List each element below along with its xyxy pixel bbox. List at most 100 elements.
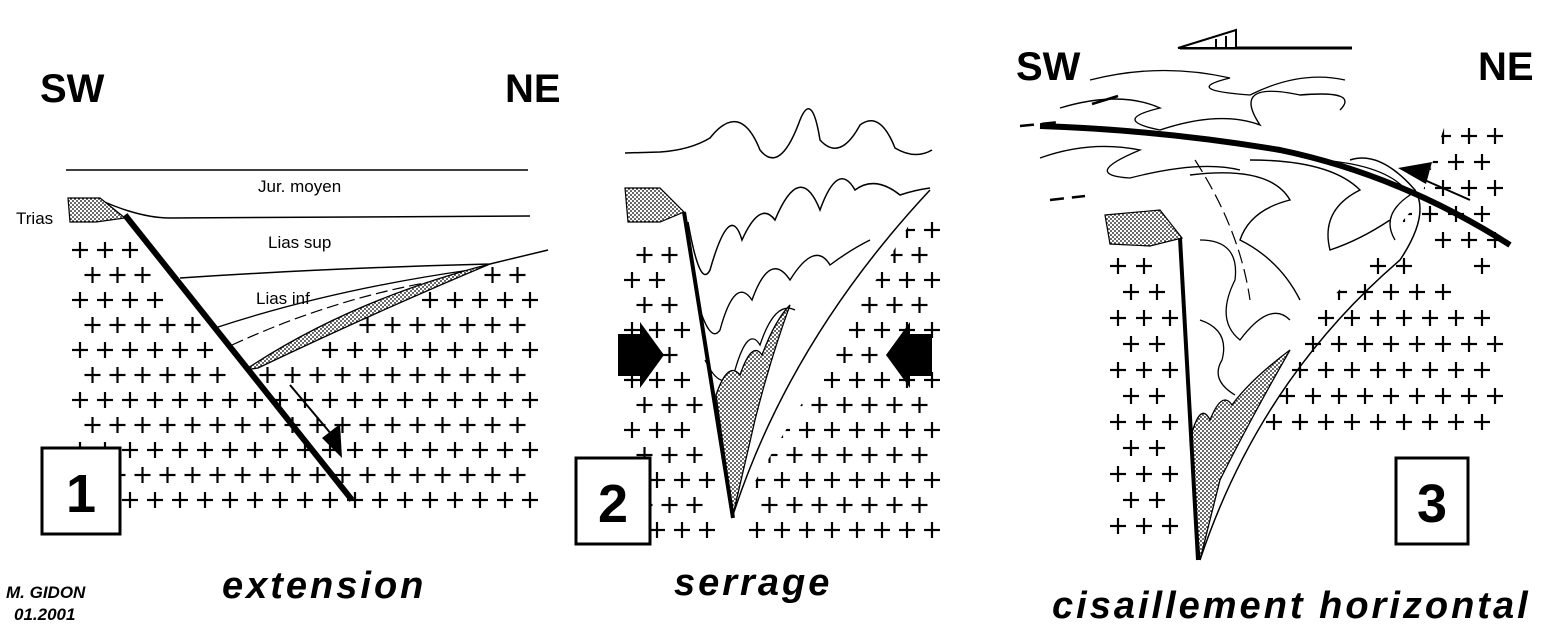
- basement-cross: [184, 417, 201, 433]
- basement-cross: [1383, 336, 1399, 352]
- right-flank-2: [732, 189, 931, 516]
- basement-cross: [886, 447, 903, 463]
- basement-cross: [222, 392, 238, 408]
- basement-cross: [1435, 388, 1451, 404]
- basement-cross: [1487, 336, 1503, 352]
- basement-cross: [397, 492, 413, 508]
- basement-cross: [911, 297, 928, 313]
- basement-cross: [1292, 414, 1308, 430]
- panel-number-box-1: [40, 446, 122, 536]
- basement-cross: [1318, 414, 1334, 430]
- basement-cross: [359, 467, 376, 483]
- basement-cross: [97, 392, 113, 408]
- basement-cross: [636, 247, 653, 263]
- basement-cross: [97, 242, 113, 258]
- basement-cross: [197, 492, 213, 508]
- basement-cross: [322, 492, 338, 508]
- syncline-core-3: [1189, 349, 1291, 561]
- basement-cross: [147, 442, 163, 458]
- panel-number-box-2: [574, 456, 652, 546]
- basement-cross: [911, 397, 928, 413]
- basement-cross: [284, 467, 301, 483]
- thrust-arrow-head: [1398, 162, 1432, 184]
- basement-cross: [272, 442, 288, 458]
- basement-cross: [172, 392, 188, 408]
- basement-cross: [661, 297, 678, 313]
- basement-cross: [1331, 336, 1347, 352]
- author-date: 01.2001: [14, 605, 75, 624]
- basement-cross: [1149, 440, 1165, 456]
- basement-cross: [649, 322, 665, 338]
- basement-cross: [1448, 414, 1464, 430]
- basement-cross: [1422, 362, 1438, 378]
- basement-cross: [686, 497, 703, 513]
- basement-cross: [811, 497, 828, 513]
- basement-cross: [699, 472, 715, 488]
- basement-cross: [209, 367, 226, 383]
- basement-cross: [522, 492, 538, 508]
- basement-cross: [1396, 414, 1412, 430]
- basement-cross: [1461, 180, 1477, 196]
- basement-cross: [422, 492, 438, 508]
- basement-cross: [472, 442, 488, 458]
- basement-crosses-1: [72, 242, 538, 508]
- basement-cross: [197, 392, 213, 408]
- basement-cross: [636, 297, 653, 313]
- basement-cross: [384, 317, 401, 333]
- basement-cross: [849, 422, 865, 438]
- basement-cross: [247, 392, 263, 408]
- basement-cross: [1370, 310, 1386, 326]
- basement-cross: [1396, 310, 1412, 326]
- dir-ne-1: NE: [505, 67, 561, 111]
- basement-cross: [1136, 414, 1152, 430]
- basement-cross: [297, 492, 313, 508]
- basement-cross: [1461, 388, 1477, 404]
- upper-fold-3b: [1089, 69, 1346, 96]
- basement-cross: [172, 492, 188, 508]
- basement-cross: [861, 497, 878, 513]
- basement-cross: [109, 367, 126, 383]
- basement-cross: [159, 317, 176, 333]
- basement-cross: [1487, 180, 1503, 196]
- basement-cross: [1357, 388, 1373, 404]
- basement-cross: [259, 417, 276, 433]
- basement-cross: [109, 317, 126, 333]
- basement-cross: [649, 522, 665, 538]
- basement-cross: [886, 397, 903, 413]
- fold-line-2c: [704, 307, 796, 381]
- label-trias: Trias: [16, 209, 53, 228]
- basement-cross: [674, 522, 690, 538]
- basement-cross: [649, 272, 665, 288]
- basement-cross: [1318, 310, 1334, 326]
- caption-extension: extension: [222, 565, 426, 607]
- panel-3: SW NE 3 cisaillement horizontal: [1016, 28, 1534, 627]
- basement-cross: [836, 447, 853, 463]
- basement-cross: [1344, 362, 1360, 378]
- basement-cross: [159, 367, 176, 383]
- trias-pad-1: [67, 197, 127, 223]
- basement-cross: [422, 292, 438, 308]
- basement-cross: [661, 447, 678, 463]
- basement-cross: [397, 392, 413, 408]
- axial-trace-3d: [1091, 94, 1119, 106]
- basement-cross: [484, 417, 501, 433]
- basement-cross: [849, 522, 865, 538]
- basement-cross: [184, 367, 201, 383]
- basement-cross: [459, 317, 476, 333]
- basement-cross: [122, 492, 138, 508]
- basement-cross: [97, 292, 113, 308]
- basement-cross: [1461, 232, 1477, 248]
- basement-cross: [309, 367, 326, 383]
- basement-cross: [799, 422, 815, 438]
- basement-cross: [1136, 310, 1152, 326]
- basement-cross: [409, 317, 426, 333]
- basement-cross: [836, 397, 853, 413]
- basement-cross: [1149, 388, 1165, 404]
- basement-cross: [72, 342, 88, 358]
- basement-cross: [824, 522, 840, 538]
- syncline-core-2: [715, 304, 791, 516]
- basement-cross: [911, 447, 928, 463]
- basement-cross: [322, 342, 338, 358]
- basement-cross: [649, 472, 665, 488]
